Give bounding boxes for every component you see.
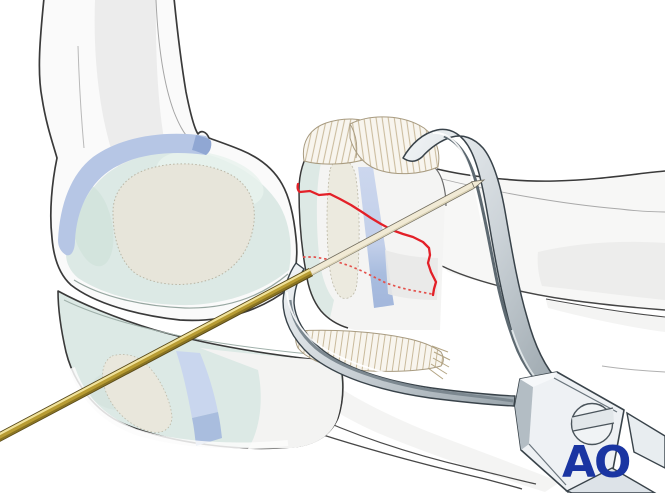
distal-bone-shaft — [436, 168, 665, 373]
subchondral-band-dark-end — [192, 135, 212, 155]
proximal-shaft-inner-contour — [155, 0, 187, 136]
upper-jaw-body — [402, 128, 561, 393]
handle-right-piece — [626, 411, 665, 469]
fragment-cancellous-window — [326, 159, 360, 299]
ao-logo: AO — [562, 437, 630, 488]
distal-articular-bone — [57, 290, 344, 450]
joint-plate-facet-line — [553, 377, 618, 413]
dorsal-ligament-fold-line — [349, 123, 358, 159]
soft-tissue-wash — [292, 360, 560, 492]
subchondral-band-arc — [58, 133, 212, 256]
lower-jaw-body — [282, 262, 516, 407]
distal-articular-bone-white-part — [200, 348, 342, 449]
joint-hole-slot-line-upper — [571, 407, 614, 418]
joint-hole-slot — [572, 408, 614, 431]
proximal-shaft-faint-line-left — [77, 45, 85, 149]
kwire-tip — [471, 179, 486, 189]
distal-bottom-rim-highlight — [69, 367, 289, 449]
lower-jaw-dark-core — [288, 299, 514, 403]
articular-surface-oval — [112, 163, 255, 285]
soft-tissue-line-upper — [299, 409, 537, 485]
distal-soft-tissue-fill — [546, 300, 665, 332]
reduction-forceps-joint — [514, 371, 665, 493]
kirschner-wire — [0, 179, 479, 442]
distal-soft-tissue-contour — [545, 298, 665, 318]
kwire-inside-bone-segment — [309, 179, 479, 276]
cartilage-rim-line — [73, 273, 289, 309]
volar-ligament-frayed-end — [427, 345, 451, 380]
upper-jaw-dark-core — [443, 134, 548, 392]
fracture-line — [296, 182, 438, 297]
joint-hole-slot-line-lower — [572, 422, 615, 432]
kwire-gold-segment — [0, 268, 314, 442]
lower-jaw-highlight — [286, 291, 511, 393]
handle-bottom-piece — [565, 467, 657, 493]
fracture-line-solid — [296, 182, 438, 297]
joint-plate-top-bevel — [520, 372, 557, 387]
joint-plate-left-bevel — [515, 379, 533, 450]
reduction-forceps-lower-jaw — [282, 262, 516, 407]
distal-lower-faint-line — [601, 365, 665, 373]
distal-shaft-bottom-outline — [441, 265, 665, 311]
distal-blue-band-lower — [192, 412, 222, 446]
distal-shaft-shading — [537, 241, 665, 300]
joint-plate-bottom-facet-line — [528, 443, 567, 486]
upper-jaw-highlight — [432, 131, 483, 223]
proximal-bone — [38, 0, 298, 322]
distal-blue-band-upper — [176, 351, 218, 418]
